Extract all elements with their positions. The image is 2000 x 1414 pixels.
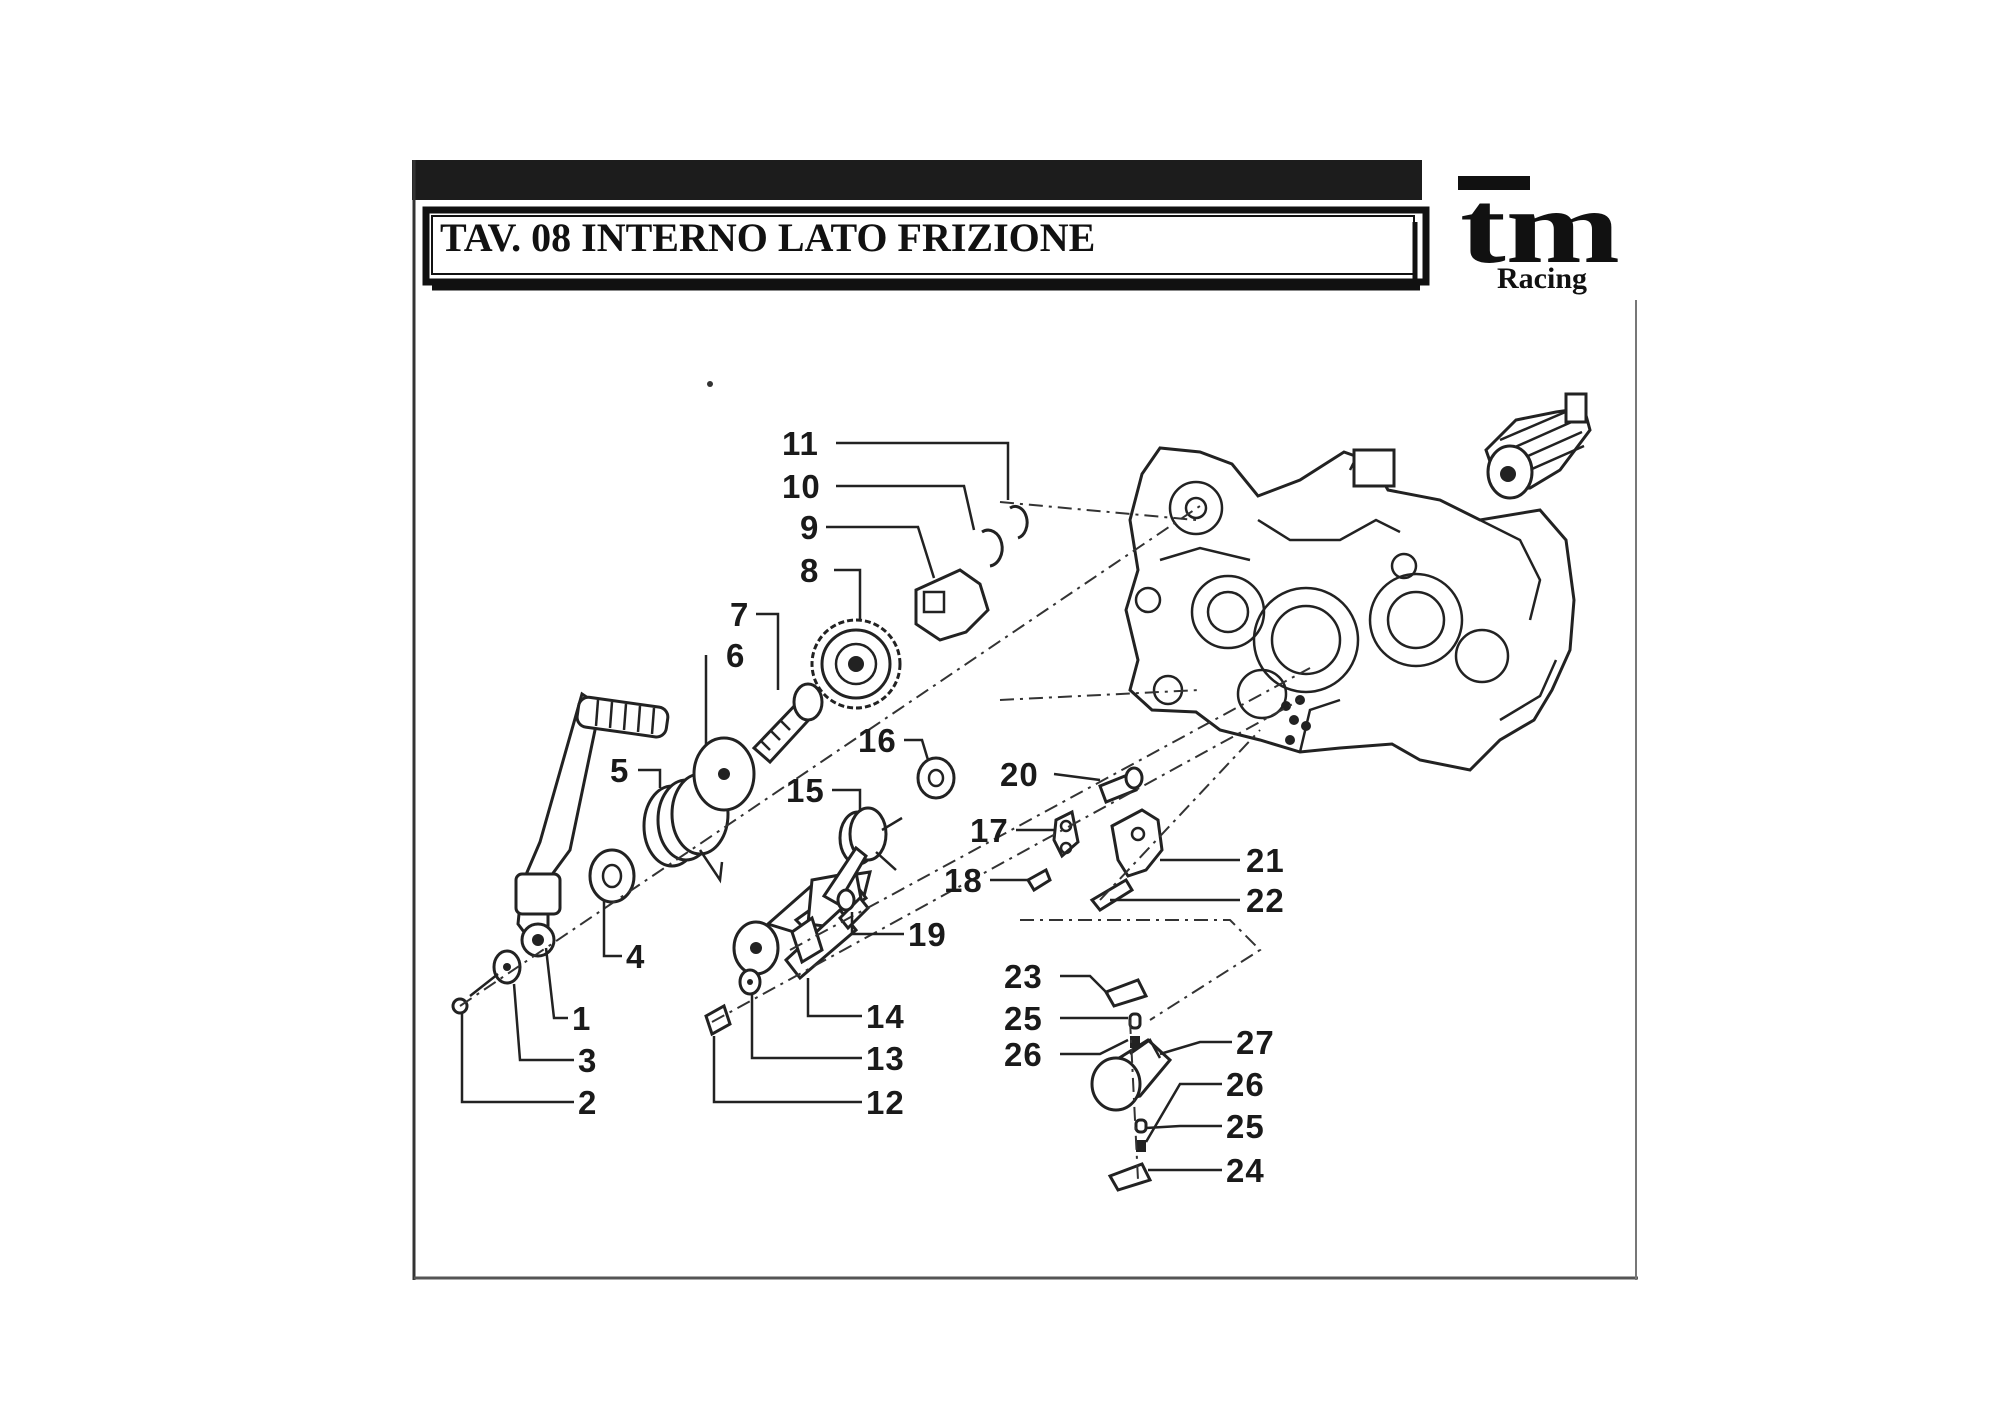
kickstart-lever-drawing (514, 691, 670, 958)
callout-16: 16 (858, 722, 897, 759)
callout-2: 2 (578, 1084, 597, 1121)
disc-6-drawing (692, 736, 756, 812)
callout-labels: 11 10 9 8 7 6 5 16 15 20 17 18 21 22 19 … (572, 425, 1285, 1189)
bolt-20-drawing (1098, 766, 1144, 804)
page-title: TAV. 08 INTERNO LATO FRIZIONE (440, 215, 1095, 260)
callout-14: 14 (866, 998, 905, 1035)
callout-18: 18 (944, 862, 983, 899)
callout-23: 23 (1004, 958, 1043, 995)
leader-lines (460, 441, 1240, 1172)
kickstart-shaft-drawing (751, 682, 824, 765)
diagram-frame (412, 160, 1638, 1280)
title-box: TAV. 08 INTERNO LATO FRIZIONE (422, 206, 1430, 291)
speck (707, 381, 713, 387)
circlip-drawing (981, 504, 1029, 568)
bushing-4-drawing (588, 848, 636, 904)
callout-26-lower: 26 (1226, 1066, 1265, 1103)
bushing-16-drawing (916, 756, 956, 800)
ratchet-plate-drawing (914, 568, 990, 642)
callout-25-upper: 25 (1004, 1000, 1043, 1037)
pawl-17-drawing (1025, 809, 1080, 893)
crankcase-drawing (1124, 446, 1576, 772)
callout-5: 5 (610, 752, 629, 789)
callout-6: 6 (726, 637, 745, 674)
callout-7: 7 (730, 596, 749, 633)
callout-11: 11 (782, 425, 819, 462)
nut-and-washer-drawing (704, 968, 762, 1037)
callout-27: 27 (1236, 1024, 1275, 1061)
clutch-spring-drawing (1484, 392, 1592, 500)
callout-24: 24 (1226, 1152, 1265, 1189)
callout-8: 8 (800, 552, 819, 589)
shift-drum-drawing (1090, 978, 1173, 1192)
callout-1: 1 (572, 1000, 591, 1037)
callout-21: 21 (1246, 842, 1285, 879)
callout-4: 4 (626, 938, 645, 975)
callout-22: 22 (1246, 882, 1285, 919)
kickstart-gear-drawing (810, 618, 902, 710)
callout-9: 9 (800, 509, 819, 546)
callout-20: 20 (1000, 756, 1039, 793)
callout-17: 17 (970, 812, 1009, 849)
logo-subtitle: Racing (1497, 262, 1587, 295)
callout-26-upper: 26 (1004, 1036, 1043, 1073)
selector-spring-drawing (838, 806, 903, 871)
callout-25-lower: 25 (1226, 1108, 1265, 1145)
callout-19: 19 (908, 916, 947, 953)
callout-13: 13 (866, 1040, 905, 1077)
callout-15: 15 (786, 772, 825, 809)
assembly-center-lines (459, 501, 1311, 1181)
tm-racing-logo: tm Racing (1458, 170, 1620, 295)
callout-3: 3 (578, 1042, 597, 1079)
callout-12: 12 (866, 1084, 905, 1121)
lever-21-drawing (1089, 808, 1164, 912)
callout-10: 10 (782, 468, 821, 505)
